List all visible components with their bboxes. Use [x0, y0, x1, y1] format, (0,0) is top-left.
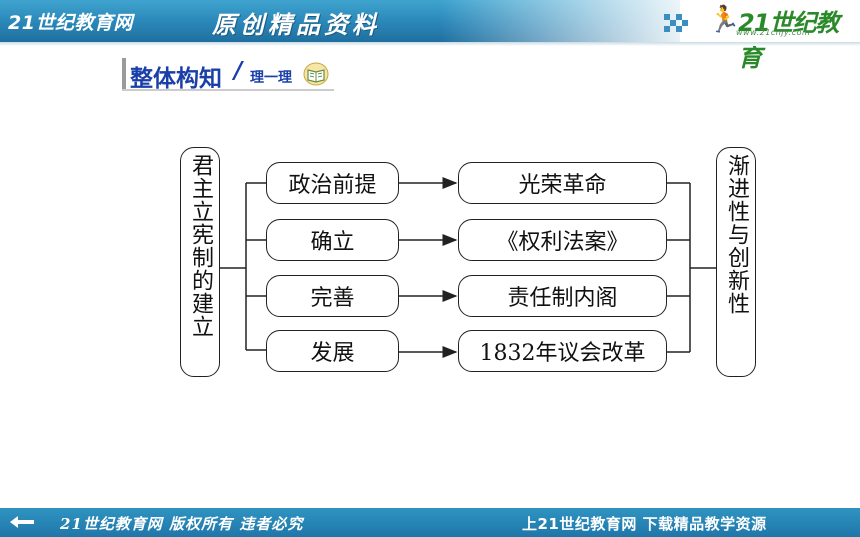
- stage-node-prerequisite: 政治前提: [266, 162, 399, 204]
- stage-node-develop: 发展: [266, 330, 399, 372]
- root-node: 君主立宪制的建立: [180, 147, 220, 377]
- footer-copyright: 21世纪教育网 版权所有 违者必究: [60, 515, 304, 533]
- header-tagline: 原创精品资料: [212, 10, 380, 39]
- header-site-name: 21世纪教育网: [8, 12, 133, 34]
- stage-label: 确立: [310, 230, 355, 255]
- root-label: 君主立宪制的建立: [188, 154, 213, 338]
- section-title: 整体构知: [130, 66, 222, 92]
- book-icon: [303, 62, 329, 86]
- result-label: 《权利法案》: [496, 230, 629, 255]
- section-subtitle: 理一理: [250, 70, 292, 86]
- footer-download-link[interactable]: 上21世纪教育网 下载精品教学资源: [522, 515, 767, 533]
- header-shadow: [0, 42, 860, 46]
- runner-icon: 🏃: [708, 5, 741, 35]
- stage-node-establish: 确立: [266, 219, 399, 261]
- stage-label: 完善: [310, 286, 355, 311]
- decorative-squares-icon: [664, 14, 688, 32]
- result-node-reform-1832: 1832年议会改革: [458, 330, 667, 372]
- result-node-glorious-revolution: 光荣革命: [458, 162, 667, 204]
- logo-text: 21世纪教育: [738, 9, 839, 72]
- header-logo-area: [680, 0, 860, 42]
- conclusion-node: 渐进性与创新性: [716, 147, 756, 377]
- section-bar: [122, 58, 126, 90]
- stage-label: 政治前提: [288, 173, 377, 198]
- section-underline: [122, 89, 334, 91]
- header-bar: 21世纪教育网 原创精品资料 🏃 21世纪教育 www.21cnjy.com: [0, 0, 860, 72]
- result-label: 1832年议会改革: [479, 341, 646, 366]
- section-slash: /: [234, 58, 243, 84]
- logo-url: www.21cnjy.com: [736, 28, 811, 37]
- result-node-bill-of-rights: 《权利法案》: [458, 219, 667, 261]
- conclusion-label: 渐进性与创新性: [724, 154, 749, 315]
- result-label: 责任制内阁: [507, 286, 618, 311]
- header-gradient: [440, 0, 680, 42]
- site-logo[interactable]: 🏃 21世纪教育 www.21cnjy.com: [704, 2, 856, 72]
- result-label: 光荣革命: [518, 173, 607, 198]
- footer-bar: 21世纪教育网 版权所有 违者必究 上21世纪教育网 下载精品教学资源: [0, 508, 860, 537]
- result-node-cabinet: 责任制内阁: [458, 275, 667, 317]
- stage-label: 发展: [310, 341, 355, 366]
- back-arrow-icon[interactable]: [8, 514, 36, 530]
- stage-node-improve: 完善: [266, 275, 399, 317]
